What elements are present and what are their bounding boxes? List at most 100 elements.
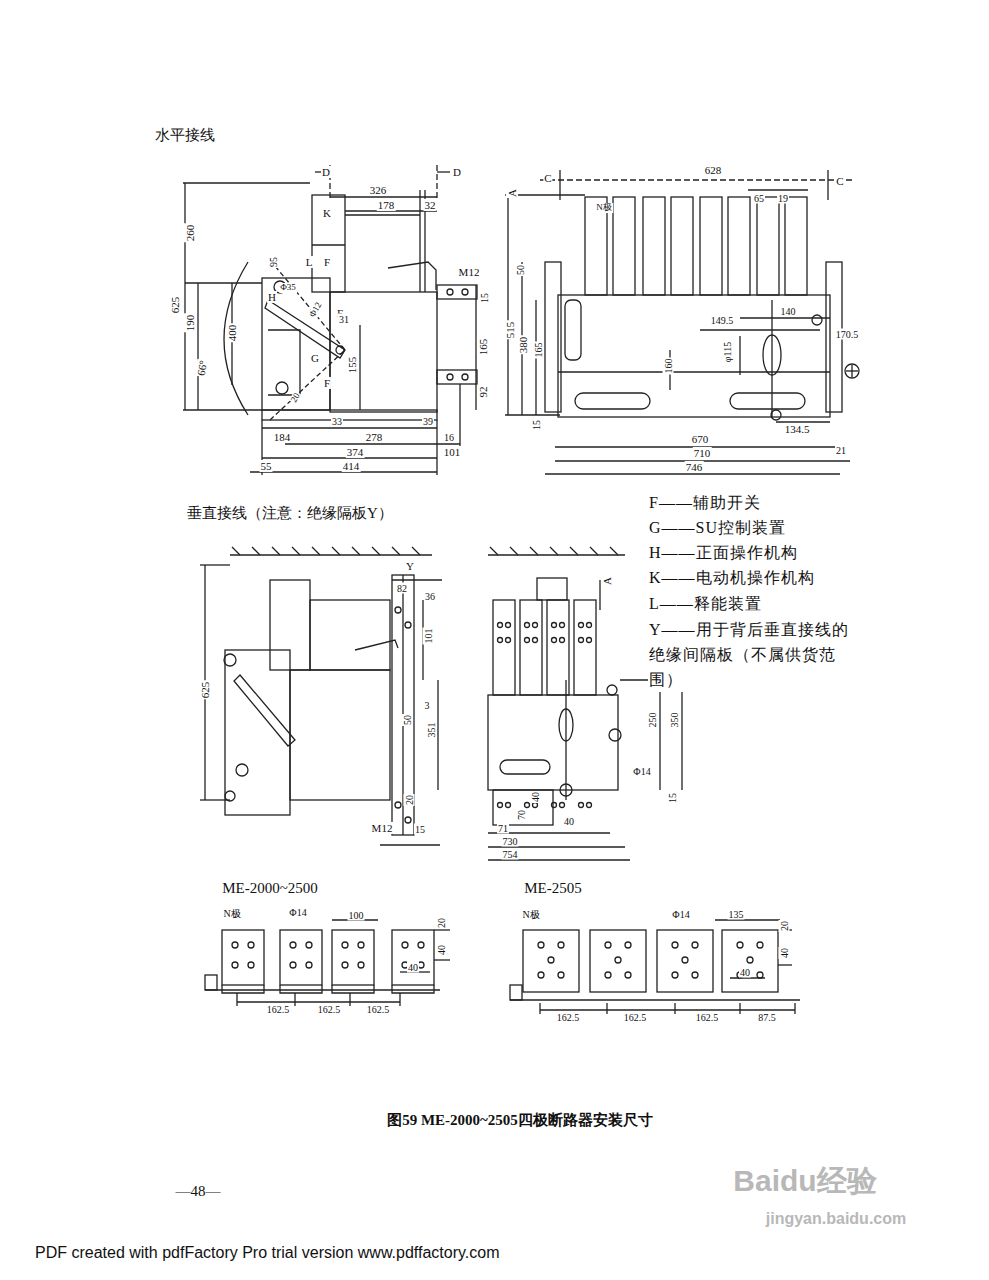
dimension-label: 87.5 bbox=[757, 1012, 777, 1023]
bolt-hole bbox=[672, 972, 678, 978]
bolt-hole bbox=[358, 942, 364, 948]
dimension-label: L——释能装置 bbox=[648, 595, 763, 613]
bolt-hole bbox=[548, 957, 554, 963]
dimension-label: 100 bbox=[348, 910, 365, 921]
dimension-label: 746 bbox=[685, 461, 704, 473]
bolt-hole bbox=[757, 972, 763, 978]
bolt-hole bbox=[579, 638, 584, 643]
bolt-hole bbox=[232, 942, 238, 948]
dimension-label: C bbox=[543, 172, 552, 184]
dimension-label: 33 bbox=[331, 416, 343, 427]
bolt-hole bbox=[587, 623, 592, 628]
dimension-label: 50 bbox=[515, 264, 526, 276]
dimension-label: 162.5 bbox=[317, 1004, 342, 1015]
bolt-hole bbox=[560, 803, 565, 808]
dimension-label: 162.5 bbox=[366, 1004, 391, 1015]
dimension-label: 70 bbox=[516, 809, 527, 821]
bolt-hole bbox=[587, 638, 592, 643]
dimension-label: 625 bbox=[199, 681, 211, 700]
dimension-label: 20 bbox=[404, 794, 415, 806]
dimension-label: 351 bbox=[426, 722, 437, 739]
dimension-label: Φ12 bbox=[307, 300, 324, 320]
terminal-views bbox=[205, 920, 800, 1014]
dimension-label: C bbox=[835, 175, 844, 187]
dimension-label: 170.5 bbox=[835, 329, 860, 340]
bolt-hole bbox=[579, 803, 584, 808]
dimension-label: 250 bbox=[647, 712, 658, 729]
bolt-hole bbox=[538, 972, 544, 978]
dimension-label: 374 bbox=[346, 446, 365, 458]
dimension-label: 134.5 bbox=[784, 423, 811, 435]
bolt-hole bbox=[498, 623, 503, 628]
bolt-hole bbox=[692, 972, 698, 978]
bolt-hole bbox=[737, 942, 743, 948]
bolt-hole bbox=[506, 623, 511, 628]
bolt-hole bbox=[506, 803, 511, 808]
dimension-label: ME-2000~2500 bbox=[221, 880, 319, 897]
dimension-label: L bbox=[305, 256, 314, 268]
dimension-label: 水平接线 bbox=[154, 127, 216, 144]
dimension-label: 15 bbox=[479, 292, 490, 304]
dimension-label: 400 bbox=[226, 324, 238, 343]
dimension-label: A bbox=[601, 576, 613, 586]
bolt-hole bbox=[533, 638, 538, 643]
dimension-label: Baidu经验 bbox=[732, 1164, 877, 1197]
dimension-label: 40 bbox=[779, 947, 790, 959]
bolt-hole bbox=[358, 962, 364, 968]
dimension-label: D bbox=[452, 166, 462, 178]
dimension-label: Φ35 bbox=[279, 283, 297, 293]
dimension-label: 162.5 bbox=[623, 1012, 648, 1023]
dimension-label: 39 bbox=[422, 416, 434, 427]
bolt-hole bbox=[682, 957, 688, 963]
dimension-label: 628 bbox=[704, 164, 723, 176]
dimension-label: PDF created with pdfFactory Pro trial ve… bbox=[34, 1244, 500, 1262]
bolt-hole bbox=[306, 942, 312, 948]
dimension-label: 垂直接线（注意：绝缘隔板Y） bbox=[186, 505, 394, 522]
side-view bbox=[183, 165, 477, 475]
dimension-label: 40 bbox=[407, 962, 419, 973]
figure-caption: 图59 ME-2000~2505四极断路器安装尺寸 bbox=[386, 1112, 654, 1129]
bolt-hole bbox=[579, 623, 584, 628]
bolt-hole bbox=[757, 942, 763, 948]
dimension-label: —48— bbox=[175, 1183, 222, 1200]
dimension-label: A bbox=[506, 188, 518, 198]
dimension-label: Φ14 bbox=[288, 907, 307, 918]
dimension-label: 260 bbox=[184, 224, 196, 243]
bolt-hole bbox=[533, 803, 538, 808]
dimension-label: 160 bbox=[663, 358, 674, 375]
dimension-label: N极 bbox=[521, 909, 540, 920]
dimension-label: Φ14 bbox=[632, 766, 651, 777]
dimension-label: 31 bbox=[338, 314, 350, 325]
bolt-hole bbox=[558, 942, 564, 948]
bolt-hole bbox=[525, 638, 530, 643]
dimension-label: 71 bbox=[497, 823, 509, 834]
dimension-label: 730 bbox=[502, 836, 519, 847]
bolt-hole bbox=[533, 623, 538, 628]
bolt-hole bbox=[560, 623, 565, 628]
dimension-label: 20 bbox=[289, 391, 303, 405]
bolt-hole bbox=[692, 942, 698, 948]
dimension-label: F bbox=[323, 256, 331, 268]
dimension-label: 155 bbox=[346, 356, 358, 375]
bolt-hole bbox=[290, 942, 296, 948]
dimension-label: 19 bbox=[777, 193, 789, 204]
dimension-label: 710 bbox=[693, 447, 712, 459]
dimension-label: 414 bbox=[342, 460, 361, 472]
dimension-label: H——正面操作机构 bbox=[648, 544, 799, 562]
bolt-hole bbox=[418, 942, 424, 948]
vertical-front-view bbox=[488, 547, 690, 860]
dimension-label: 40 bbox=[739, 967, 751, 978]
dimension-label: 40 bbox=[436, 944, 447, 956]
bolt-hole bbox=[605, 942, 611, 948]
vertical-side-view bbox=[200, 547, 442, 845]
dimension-label: 40 bbox=[563, 816, 575, 827]
dimension-label: 82 bbox=[396, 583, 408, 594]
dimension-label: 16 bbox=[443, 432, 455, 443]
bolt-hole bbox=[587, 803, 592, 808]
bolt-hole bbox=[560, 638, 565, 643]
dimension-label: 101 bbox=[443, 446, 462, 458]
dimension-label: 754 bbox=[502, 849, 519, 860]
bolt-hole bbox=[402, 942, 408, 948]
dimension-label: jingyan.baidu.com bbox=[765, 1210, 907, 1228]
bolt-hole bbox=[747, 957, 753, 963]
